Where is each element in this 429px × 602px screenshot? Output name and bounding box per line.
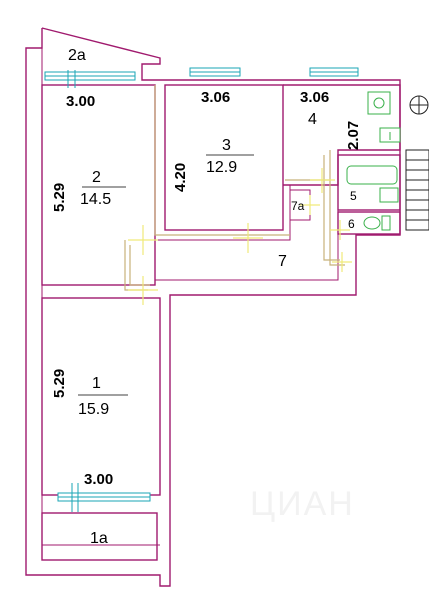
room-3-height-dimension: 4.20 <box>172 163 189 192</box>
room-1-number: 1 <box>92 375 101 392</box>
window-room-3 <box>189 67 241 77</box>
window-balcony-1a <box>57 483 151 512</box>
partition-bath-inner <box>323 155 340 261</box>
room-3-number: 3 <box>222 137 231 154</box>
outer-wall <box>25 27 401 587</box>
room-1a-number: 1a <box>90 530 108 547</box>
kitchen-stove-icon <box>367 91 391 115</box>
window-room-4 <box>309 67 359 77</box>
room-2-area: 14.5 <box>80 191 111 208</box>
room-5-number: 5 <box>350 189 357 203</box>
room-1-width-dimension: 3.00 <box>84 471 113 488</box>
room-7a-number: 7a <box>291 199 305 213</box>
door-markers <box>128 168 352 305</box>
room-3-outline <box>164 84 284 231</box>
kitchen-sink-icon <box>379 127 401 143</box>
partition-corridor <box>124 240 148 291</box>
room-6-number: 6 <box>348 217 355 231</box>
room-3-area: 12.9 <box>206 159 237 176</box>
room-3-width-dimension: 3.06 <box>201 89 230 106</box>
room-2-height-dimension: 5.29 <box>51 183 68 212</box>
toilet-icon <box>363 215 391 231</box>
room-5-outline <box>337 154 401 211</box>
room-2-number: 2 <box>92 169 101 186</box>
room-2-width-dimension: 3.00 <box>66 93 95 110</box>
room-7-number: 7 <box>278 253 287 270</box>
room-4-number: 4 <box>308 111 317 128</box>
room-2a-number: 2a <box>68 47 86 64</box>
balcony-1a-outline <box>41 512 158 561</box>
corridor-7-outline <box>155 184 339 281</box>
partition-corridor-inner <box>129 245 150 286</box>
stairs-icon <box>405 149 429 231</box>
washbasin-icon <box>379 187 399 203</box>
bathtub-icon <box>346 165 398 185</box>
room-4-width-dimension: 3.06 <box>300 89 329 106</box>
room-4-height-dimension: 2.07 <box>345 121 362 150</box>
room-1-height-dimension: 5.29 <box>51 369 68 398</box>
partition-bath <box>329 150 345 266</box>
watermark: ЦИАН <box>250 485 355 523</box>
partition-room-3 <box>154 85 290 236</box>
room-1-area: 15.9 <box>78 401 109 418</box>
window-balcony-2a <box>44 70 136 88</box>
gas-meter-icon <box>409 95 429 115</box>
